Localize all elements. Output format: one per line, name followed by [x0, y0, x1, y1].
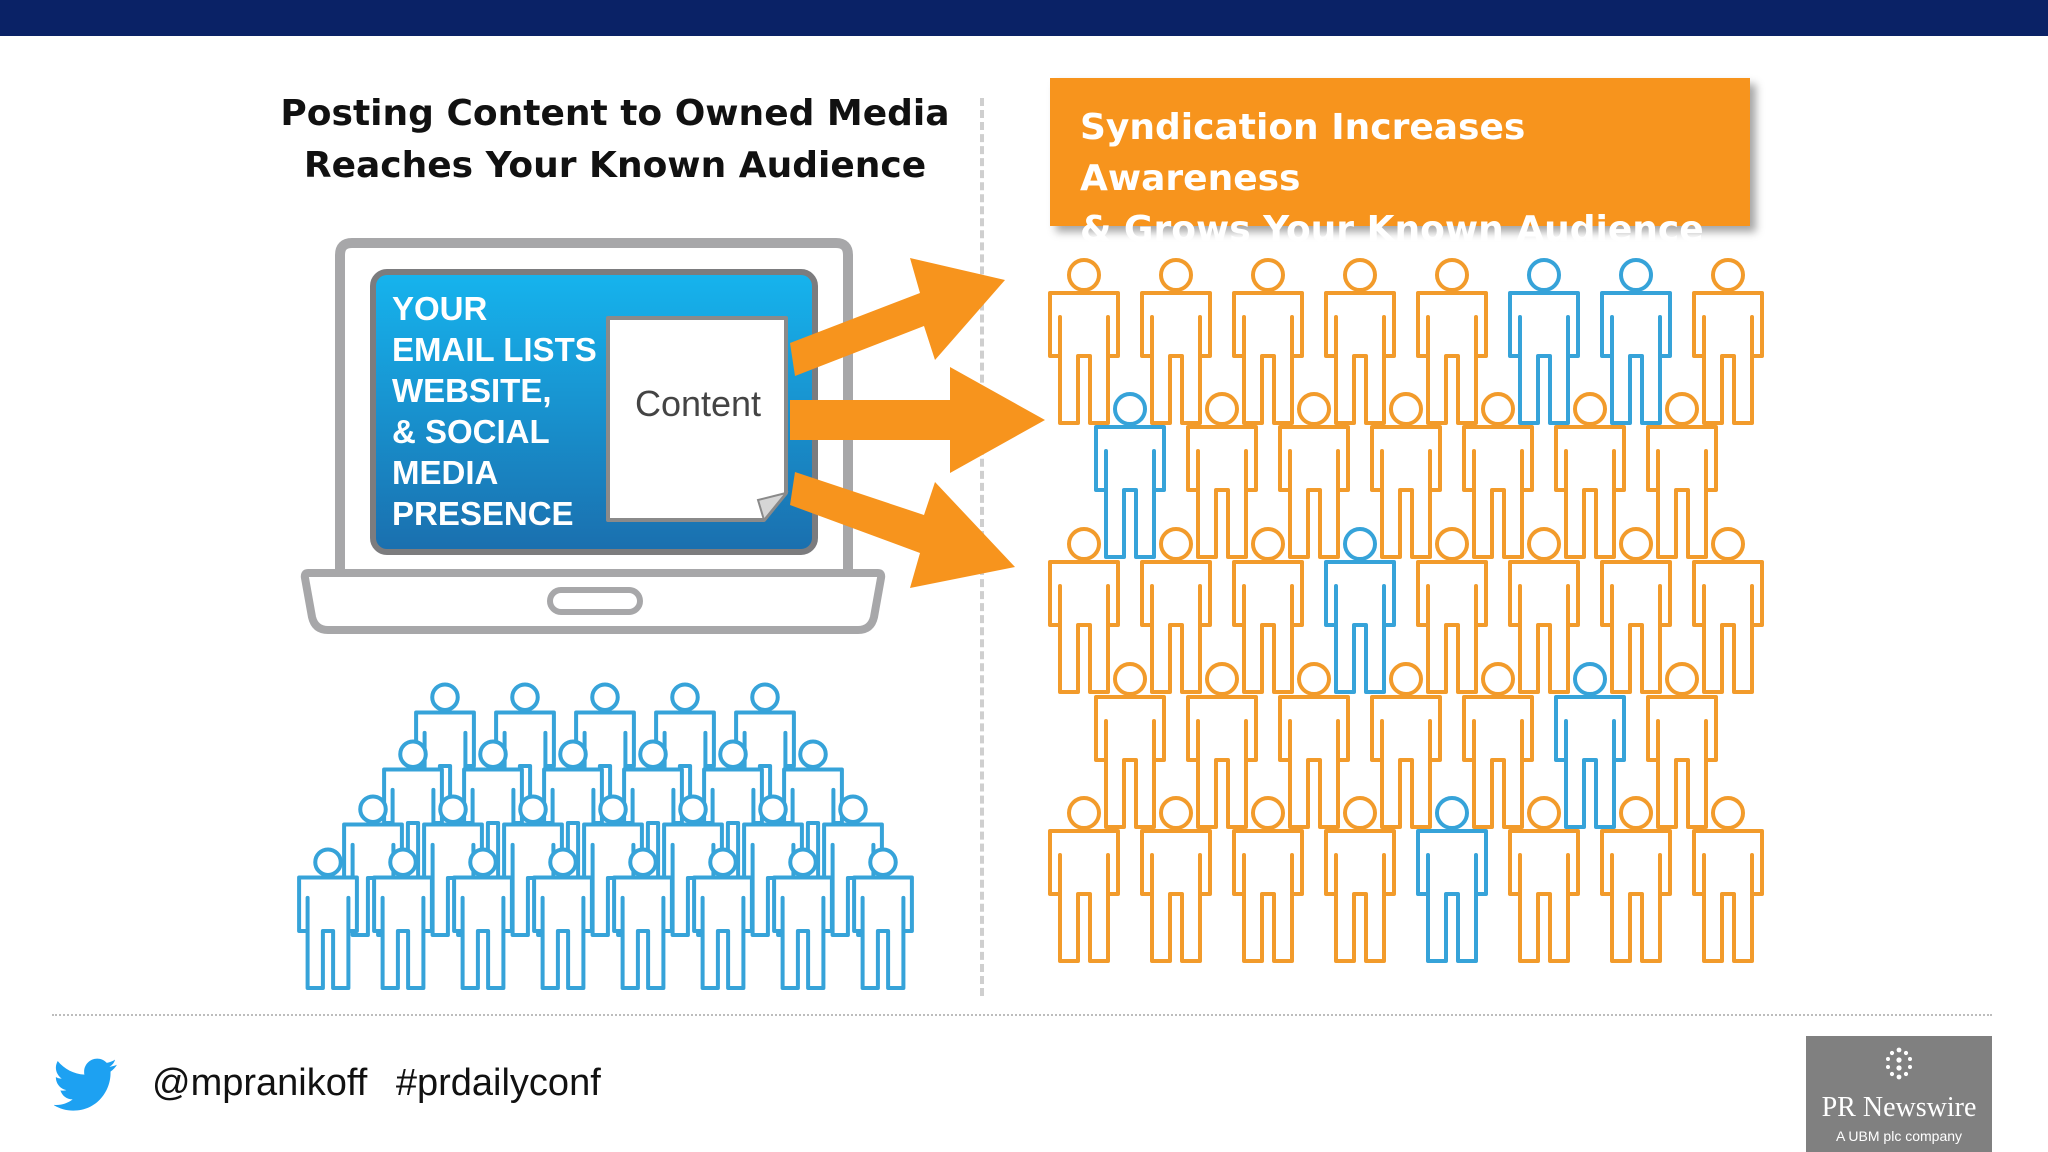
syndication-banner: Syndication Increases Awareness & Grows …: [1050, 78, 1750, 250]
arrow-middle: [790, 367, 1045, 473]
syndicated-audience-group: [1048, 258, 1764, 963]
syndication-banner-line-2: & Grows Your Known Audience: [1080, 209, 1704, 250]
owned-media-title-line-2: Reaches Your Known Audience: [303, 145, 927, 186]
audience-person-8-orange: [1692, 258, 1764, 425]
owned-media-title-line-1: Posting Content to Owned Media: [280, 93, 950, 134]
screen-line-1: YOUR: [392, 290, 488, 327]
screen-line-5: MEDIA: [392, 454, 499, 491]
content-document: [606, 316, 789, 523]
arrow-top: [790, 258, 1005, 376]
syndication-banner-line-1: Syndication Increases Awareness: [1080, 107, 1526, 199]
twitter-bird-icon[interactable]: [54, 1058, 118, 1112]
twitter-handle[interactable]: @mpranikoff: [152, 1062, 368, 1104]
top-bar: [0, 0, 2048, 36]
audience-person-2-orange: [1140, 258, 1212, 425]
pr-newswire-logo: PR Newswire A UBM plc company: [1806, 1036, 1992, 1152]
footer-divider: [52, 1014, 1992, 1016]
audience-person-1-orange: [1048, 258, 1120, 425]
laptop-lid: [335, 238, 853, 587]
laptop-trackpad: [547, 587, 643, 615]
screen-line-3: WEBSITE,: [392, 372, 552, 409]
logo-name: PR Newswire: [1821, 1092, 1977, 1123]
audience-person-4-orange: [1324, 258, 1396, 425]
owned-media-title: Posting Content to Owned Media Reaches Y…: [250, 88, 980, 192]
screen-line-6: PRESENCE: [392, 495, 574, 532]
logo-tagline: A UBM plc company: [1835, 1128, 1963, 1144]
audience-person-3-orange: [1232, 258, 1304, 425]
arrow-bottom: [790, 472, 1015, 588]
syndication-arrows: [790, 258, 1045, 588]
audience-person-6-blue: [1508, 258, 1580, 425]
pr-newswire-mark-icon: [1886, 1047, 1912, 1080]
audience-person-5-orange: [1416, 258, 1488, 425]
audience-person-7-blue: [1600, 258, 1672, 425]
screen-line-4: & SOCIAL: [392, 413, 550, 450]
owned-media-channels: YOUR EMAIL LISTS WEBSITE, & SOCIAL MEDIA…: [392, 288, 622, 534]
screen-line-2: EMAIL LISTS: [392, 331, 597, 368]
known-audience-group: [299, 684, 912, 988]
content-label: Content: [634, 383, 762, 424]
footer-social: @mpranikoff #prdailyconf: [152, 1062, 619, 1105]
event-hashtag[interactable]: #prdailyconf: [395, 1062, 601, 1104]
